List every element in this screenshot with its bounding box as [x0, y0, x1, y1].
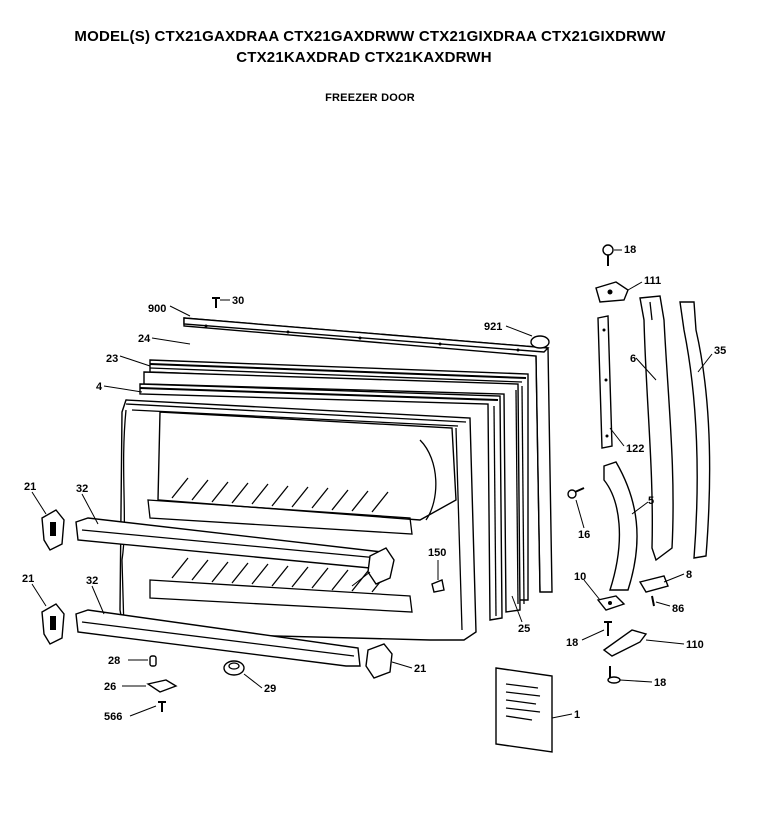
callout-18-mid: 18: [566, 637, 578, 649]
callout-5: 5: [648, 495, 654, 507]
cap-29: [223, 660, 245, 676]
callout-8: 8: [686, 569, 692, 581]
callout-6: 6: [630, 353, 636, 365]
shelf-ribs-upper: [171, 477, 389, 513]
manual-1: [495, 667, 553, 753]
plug-921: [530, 335, 550, 349]
callout-labels: 18 111 900 30 921 24 35 6 23 4 122 21 32…: [22, 244, 726, 723]
door-gasket-frames: [139, 359, 529, 621]
callout-18-bottom: 18: [654, 677, 666, 689]
screw-566: [158, 701, 166, 712]
callout-32-b: 32: [86, 575, 98, 587]
callout-21-a: 21: [24, 481, 36, 493]
end-cap-lower-left: [41, 603, 65, 645]
callout-25: 25: [518, 623, 530, 635]
hinge-10: [596, 595, 626, 611]
screw-30: [212, 297, 220, 308]
callout-16: 16: [578, 529, 590, 541]
callout-leaders: [31, 249, 713, 719]
model-list-line-2: CTX21KAXDRAD CTX21KAXDRWH: [236, 49, 492, 66]
end-cap-upper-left: [41, 509, 65, 551]
bracket-26: [146, 679, 178, 693]
screw-18-mid: [604, 621, 612, 636]
callout-21-c: 21: [414, 663, 426, 675]
callout-1: 1: [574, 709, 580, 721]
screw-86: [651, 595, 655, 607]
section-title: FREEZER DOOR: [325, 92, 415, 104]
callout-28: 28: [108, 655, 120, 667]
end-cap-upper-right: [367, 547, 395, 585]
end-cap-lower-right: [365, 643, 393, 679]
clip-150: [431, 579, 445, 593]
callout-24: 24: [138, 333, 151, 345]
model-list-line-1: MODEL(S) CTX21GAXDRAA CTX21GAXDRWW CTX21…: [74, 28, 666, 45]
hinge-110: [602, 629, 648, 657]
callout-86: 86: [672, 603, 684, 615]
callout-18-top: 18: [624, 244, 636, 256]
screw-18-bottom: [607, 666, 621, 684]
inner-door-liner: [119, 399, 477, 641]
callout-150: 150: [428, 547, 446, 559]
callout-921: 921: [484, 321, 502, 333]
hinge-8: [638, 575, 669, 593]
callout-29: 29: [264, 683, 276, 695]
callout-35: 35: [714, 345, 726, 357]
screw-16: [567, 487, 585, 499]
callout-122: 122: [626, 443, 644, 455]
callout-23: 23: [106, 353, 118, 365]
shelf-ribs-lower: [171, 557, 389, 593]
callout-110: 110: [686, 639, 704, 651]
callout-4: 4: [96, 381, 103, 393]
callout-30: 30: [232, 295, 244, 307]
hinge-111: [595, 281, 629, 303]
trim-6: [639, 295, 674, 562]
pin-28: [149, 655, 157, 667]
callout-21-b: 21: [22, 573, 34, 585]
channel-122: [597, 315, 613, 449]
callout-566: 566: [104, 711, 122, 723]
callout-32-a: 32: [76, 483, 88, 495]
outer-door-panel: [183, 317, 553, 593]
callout-900: 900: [148, 303, 166, 315]
trim-35: [679, 301, 711, 559]
callout-111: 111: [644, 275, 661, 287]
handle-5: [603, 461, 638, 591]
callout-26: 26: [104, 681, 116, 693]
callout-10: 10: [574, 571, 586, 583]
screw-18-top: [602, 244, 614, 266]
shelf-bar-lower: [75, 609, 361, 667]
